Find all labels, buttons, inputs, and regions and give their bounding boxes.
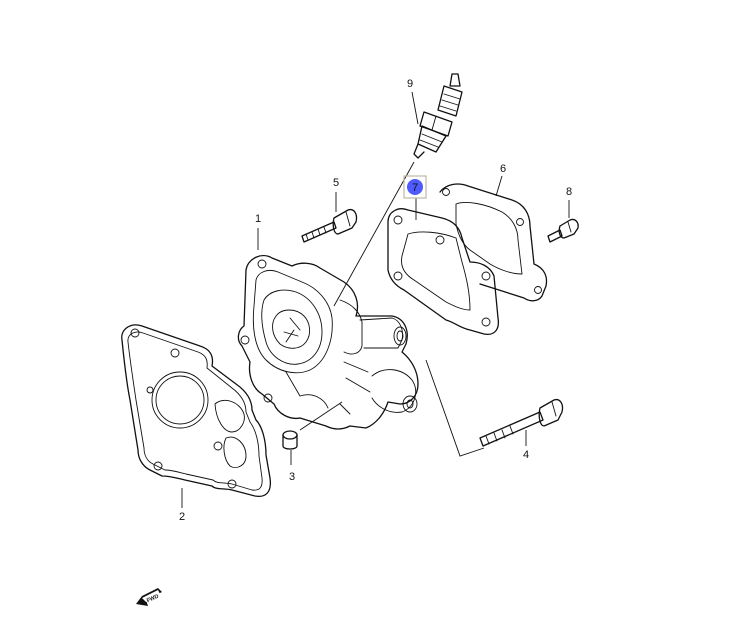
dowel-pin (282, 430, 298, 450)
callout-2[interactable]: 2 (179, 511, 185, 523)
highlight-box (403, 175, 427, 199)
callout-9[interactable]: 9 (407, 78, 413, 90)
bolt-5 (301, 208, 358, 243)
highlight-dot (407, 179, 423, 195)
spark-plug (413, 73, 463, 159)
callouts: 1 2 3 4 5 6 7 8 9 (179, 78, 572, 523)
callout-6[interactable]: 6 (500, 163, 506, 175)
gasket-left (121, 324, 272, 498)
fwd-label: FWD (146, 594, 160, 605)
callout-7[interactable]: 7 (412, 182, 418, 194)
leader-lines (181, 91, 570, 508)
bolt-4 (479, 398, 564, 447)
callout-8[interactable]: 8 (566, 186, 572, 198)
callout-7-highlight[interactable]: 7 (403, 175, 427, 199)
gasket-6 (439, 183, 548, 302)
gasket-7 (387, 208, 500, 336)
callout-3[interactable]: 3 (289, 471, 295, 483)
bolt-8 (547, 218, 579, 243)
fwd-arrow-icon: FWD (136, 588, 162, 606)
callout-1[interactable]: 1 (255, 213, 261, 225)
pump-body (237, 255, 419, 430)
callout-5[interactable]: 5 (333, 177, 339, 189)
callout-4[interactable]: 4 (523, 449, 529, 461)
